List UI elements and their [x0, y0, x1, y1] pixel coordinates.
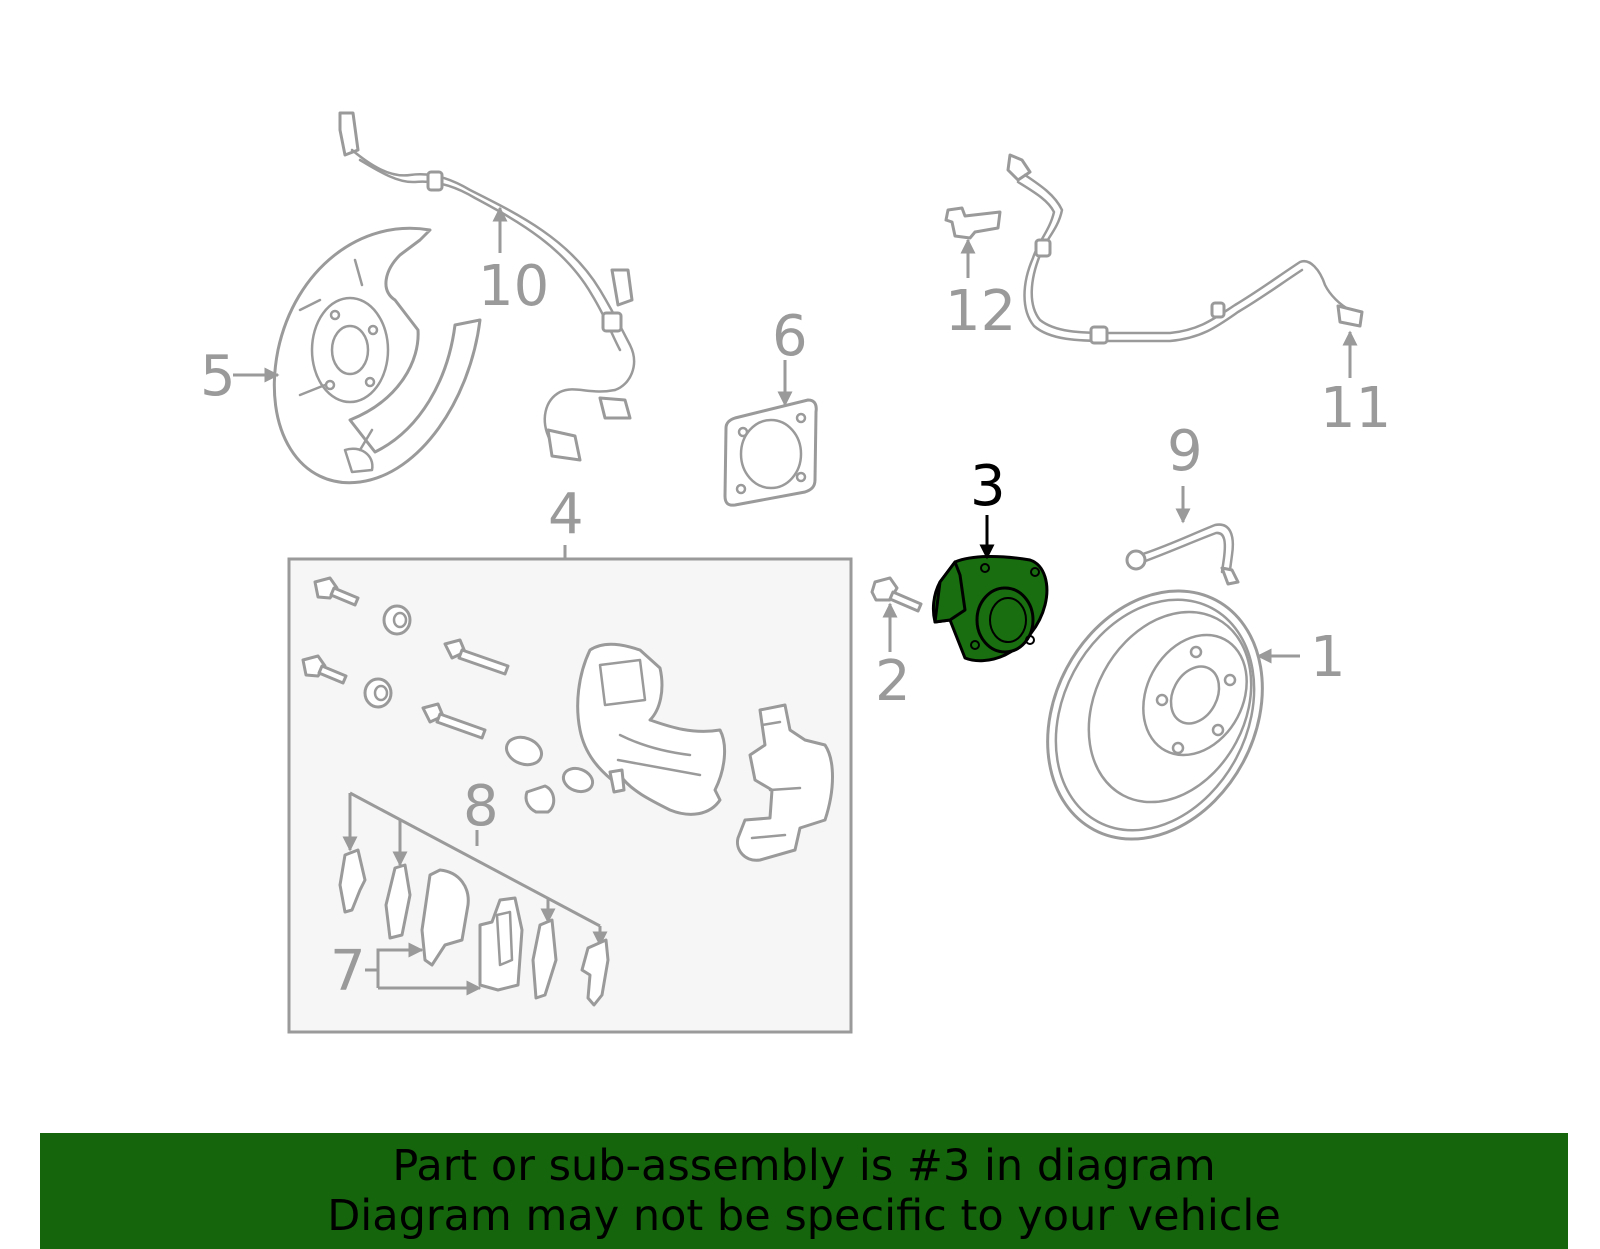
callout-label-10: 10	[478, 254, 549, 319]
callout-12: 12	[945, 238, 1016, 344]
callout-label-11: 11	[1320, 376, 1391, 441]
callout-label-3: 3	[970, 454, 1006, 519]
backing-plate-part-5[interactable]	[272, 226, 482, 485]
callout-label-8: 8	[463, 774, 499, 839]
callout-5: 5	[200, 344, 280, 409]
gasket-part-6[interactable]	[723, 398, 818, 507]
caliper-kit-box-part-4[interactable]	[287, 557, 853, 1034]
callout-11: 11	[1320, 330, 1391, 441]
callout-1: 1	[1256, 625, 1346, 690]
caliper-bracket[interactable]	[735, 703, 834, 862]
abs-sensor-wire-part-11[interactable]	[1006, 153, 1364, 345]
brake-pad-shims-part-8[interactable]	[338, 848, 610, 1007]
callout-label-1: 1	[1310, 625, 1346, 690]
callout-3: 3	[970, 454, 1006, 560]
brake-pads-part-7[interactable]	[420, 868, 524, 992]
hub-bolt-part-2[interactable]	[870, 576, 923, 613]
callout-9: 9	[1167, 419, 1203, 524]
callout-10: 10	[478, 206, 549, 319]
hub-bearing-assembly-part-3[interactable]	[931, 554, 1049, 663]
callout-label-9: 9	[1167, 419, 1203, 484]
callout-6: 6	[772, 304, 808, 407]
callout-label-5: 5	[200, 344, 236, 409]
abs-sensor-wire-part-10[interactable]	[338, 111, 636, 462]
brake-rotor-part-1[interactable]	[1006, 553, 1305, 876]
info-banner: Part or sub-assembly is #3 in diagram Di…	[40, 1133, 1568, 1249]
callout-label-6: 6	[772, 304, 808, 369]
caliper-body[interactable]	[576, 642, 726, 816]
banner-line-2: Diagram may not be specific to your vehi…	[327, 1191, 1281, 1241]
callout-label-2: 2	[875, 649, 911, 714]
callout-label-4: 4	[548, 482, 584, 547]
brake-hose-part-9[interactable]	[1125, 523, 1240, 586]
callout-label-12: 12	[945, 279, 1016, 344]
callout-2: 2	[875, 602, 911, 714]
callout-4: 4	[548, 482, 584, 559]
banner-line-1: Part or sub-assembly is #3 in diagram	[392, 1141, 1216, 1191]
bracket-part-12[interactable]	[944, 206, 1002, 240]
callout-7: 7	[330, 939, 482, 1004]
caliper-kit-hardware	[301, 576, 595, 814]
callout-label-7: 7	[330, 939, 366, 1004]
